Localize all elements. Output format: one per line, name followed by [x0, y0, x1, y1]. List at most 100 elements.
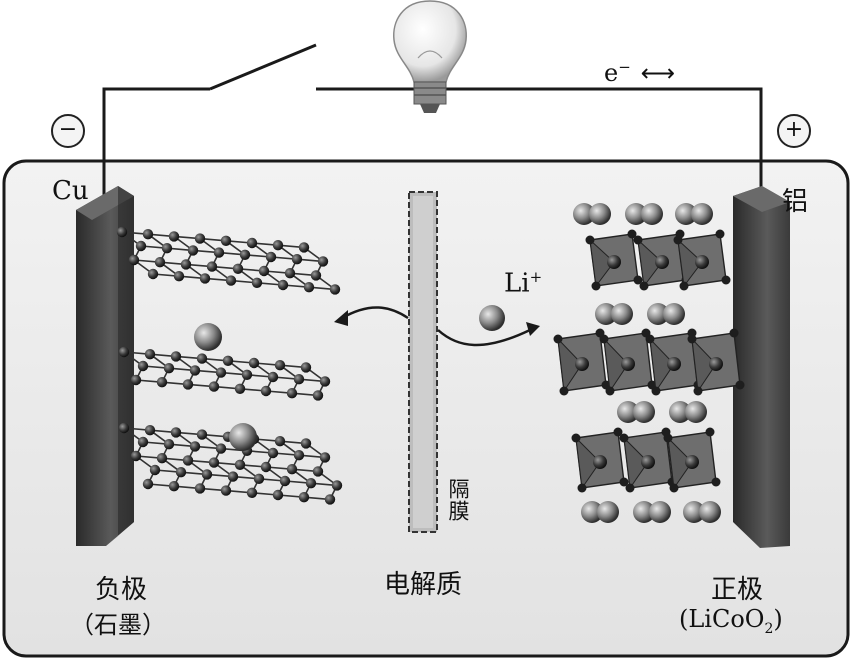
carbon-atom	[156, 377, 168, 388]
coo6-octahedron	[633, 229, 691, 291]
oxygen-atom	[639, 281, 649, 291]
carbon-atom	[116, 226, 128, 238]
li-ion-in-graphite	[229, 423, 257, 451]
carbon-atom	[173, 271, 185, 282]
carbon-atom	[128, 254, 140, 266]
carbon-atom	[300, 362, 312, 373]
coo6-octahedron	[553, 328, 611, 396]
carbon-atom	[227, 471, 239, 482]
lithium-atom	[669, 401, 691, 423]
carbon-atom	[246, 487, 258, 498]
carbon-atom	[118, 422, 130, 434]
carbon-atom	[284, 268, 296, 279]
coo6-octahedron	[619, 427, 677, 493]
carbon-atom	[161, 243, 173, 254]
oxygen-atom	[633, 235, 643, 245]
oxygen-atom	[721, 275, 731, 285]
carbon-atom	[220, 485, 232, 496]
carbon-atom	[239, 249, 251, 260]
carbon-atom	[274, 360, 286, 371]
lithium-ions	[194, 305, 505, 451]
lithium-atom	[663, 303, 685, 325]
carbon-atom	[213, 247, 225, 258]
li-ion-migrating	[479, 305, 505, 331]
carbon-atom	[251, 277, 263, 288]
lithium-atom	[617, 401, 639, 423]
electrolyte-label: 电解质	[384, 570, 463, 600]
oxygen-atom	[729, 328, 739, 338]
carbon-atom	[199, 273, 211, 284]
carbon-atom	[222, 355, 234, 366]
carbon-atom	[267, 447, 279, 459]
oxygen-atom	[627, 229, 637, 239]
cobalt-atom	[655, 255, 669, 269]
lithium-atom	[597, 501, 619, 523]
positive-electrode-plate	[733, 186, 790, 548]
graphite-sheet	[118, 346, 331, 401]
oxygen-atom	[591, 281, 601, 291]
carbon-atom	[234, 383, 246, 394]
carbon-atom	[156, 453, 168, 464]
lithium-atom	[647, 303, 669, 325]
oxygen-atom	[687, 334, 697, 344]
oxygen-atom	[663, 433, 673, 443]
oxygen-atom	[633, 275, 643, 285]
lithium-atom	[611, 303, 633, 325]
carbon-atom	[201, 469, 213, 480]
carbon-atom	[265, 251, 277, 263]
carbon-atom	[163, 439, 175, 450]
lithium-atom	[683, 501, 705, 523]
carbon-atom	[331, 480, 343, 491]
separator-membrane	[408, 191, 438, 533]
carbon-atom	[246, 237, 258, 249]
carbon-atom	[274, 436, 286, 447]
carbon-atom	[234, 459, 246, 470]
carbon-atom	[298, 492, 310, 503]
cobalt-atom	[575, 357, 589, 371]
carbon-atom	[253, 473, 265, 484]
carbon-atom	[319, 452, 331, 463]
lithium-atom	[573, 203, 595, 225]
carbon-atom	[329, 284, 341, 295]
coo6-octahedron	[663, 427, 721, 493]
carbon-atom	[144, 349, 156, 360]
carbon-atom	[194, 483, 206, 494]
lithium-atom	[595, 303, 617, 325]
oxygen-atom	[705, 427, 715, 437]
carbon-atom	[272, 240, 284, 251]
carbon-atom	[305, 478, 317, 489]
carbon-atom	[180, 259, 192, 270]
carbon-atom	[130, 450, 142, 462]
coo6-octahedron	[571, 427, 629, 493]
carbon-atom	[277, 279, 289, 291]
cobalt-atom	[621, 357, 635, 371]
carbon-atom	[312, 390, 324, 401]
cobalt-atom	[695, 255, 709, 269]
oxygen-atom	[613, 427, 623, 437]
carbon-atom	[168, 481, 180, 492]
carbon-atom	[137, 360, 149, 372]
oxygen-atom	[735, 380, 745, 390]
carbon-atom	[312, 466, 324, 477]
licoo2-structure	[553, 203, 745, 523]
carbon-atom	[286, 464, 298, 475]
oxygen-atom	[605, 386, 615, 396]
negative-electrode-label: 负极	[95, 575, 148, 605]
carbon-atom	[147, 268, 159, 280]
lithium-atom	[675, 203, 697, 225]
carbon-atom	[194, 233, 206, 244]
cobalt-atom	[685, 455, 699, 469]
carbon-atom	[293, 374, 305, 385]
oxygen-atom	[625, 483, 635, 493]
carbon-atom	[248, 357, 260, 369]
light-bulb-icon	[393, 0, 467, 113]
carbon-atom	[310, 270, 322, 281]
lithium-atom	[641, 203, 663, 225]
carbon-atom	[142, 478, 154, 490]
carbon-atom	[291, 254, 303, 265]
carbon-atom	[260, 385, 272, 397]
bidirectional-arrow-icon: ⟷	[640, 59, 676, 87]
lithium-atom	[649, 501, 671, 523]
lithium-atom	[685, 401, 707, 423]
oxygen-atom	[559, 386, 569, 396]
